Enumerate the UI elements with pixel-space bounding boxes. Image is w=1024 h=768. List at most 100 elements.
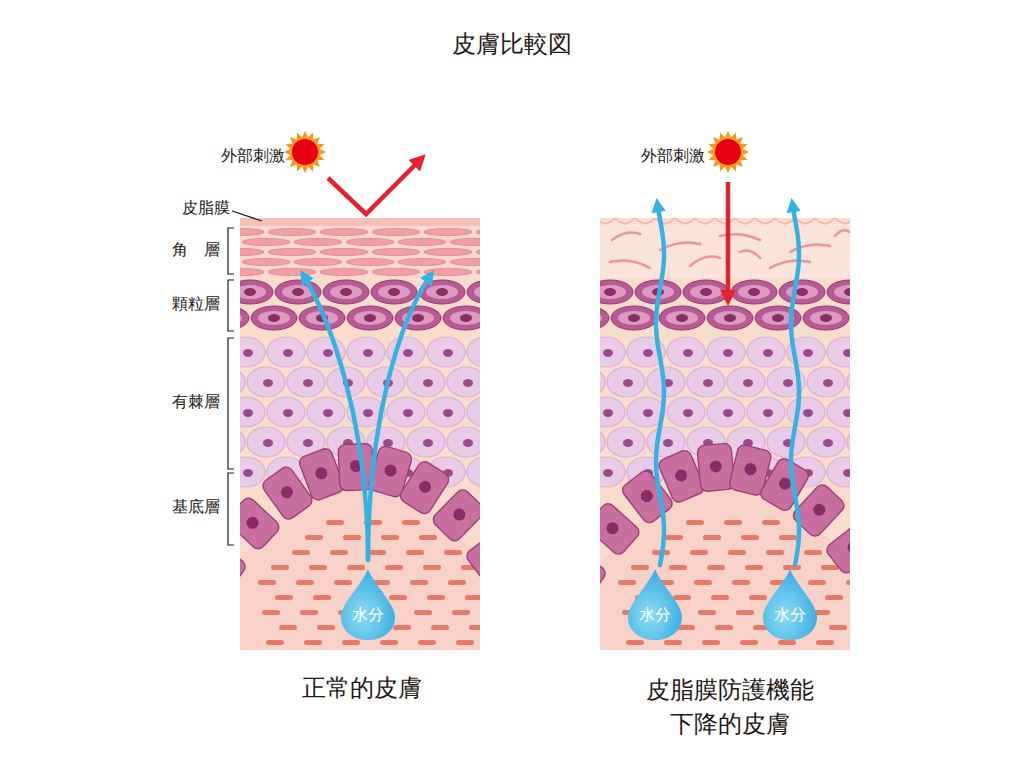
cell-nucleus <box>743 379 753 387</box>
cell-nucleus <box>604 288 616 296</box>
cell-nucleus <box>673 468 689 484</box>
panel-caption: 皮脂膜防護機能 下降的皮膚 <box>637 674 823 741</box>
cell-nucleus <box>383 463 398 478</box>
spinous-cell <box>667 397 705 427</box>
corneum-flake <box>690 257 720 266</box>
granule-zone <box>618 311 650 325</box>
cell-nucleus <box>603 469 613 477</box>
sun-rays <box>284 131 326 173</box>
spinous-cell <box>240 457 265 487</box>
dermis-fiber <box>300 610 318 615</box>
dermis-fiber <box>783 565 801 570</box>
dermis-fiber <box>665 535 683 540</box>
granular-cell <box>779 280 825 304</box>
spinous-cell <box>427 397 465 427</box>
basal-cell <box>240 538 248 592</box>
spinous-cell <box>847 367 850 397</box>
granular-cell <box>755 306 801 330</box>
cell-nucleus <box>803 409 813 417</box>
drop-shape <box>626 567 684 642</box>
granule-zone <box>600 285 626 299</box>
layer-brackets <box>228 211 262 545</box>
cell-nucleus <box>628 314 640 322</box>
dermis-fiber <box>275 595 293 600</box>
granule-zone <box>738 285 770 299</box>
dermis-fiber <box>385 565 403 570</box>
spinous-cell <box>707 397 745 427</box>
cell-nucleus <box>676 314 688 322</box>
corneum-cell <box>294 238 342 245</box>
spinous-cell <box>807 367 845 397</box>
cell-nucleus <box>772 314 784 322</box>
cell-nucleus <box>243 409 253 417</box>
diagram-title: 皮膚比較図 <box>452 30 572 59</box>
water-arrows <box>304 205 799 565</box>
spinous-cell <box>827 337 850 367</box>
corneum-cell <box>320 268 368 275</box>
spinous-cell <box>407 367 445 397</box>
cell-nucleus <box>340 288 352 296</box>
cell-nucleus <box>748 288 760 296</box>
corneum-cell <box>346 258 394 265</box>
corneum-cell <box>372 228 420 235</box>
stimulus-arrows <box>328 160 728 298</box>
corneum-cell <box>240 248 264 255</box>
water-label: 水分 <box>761 606 819 624</box>
granular-cell <box>731 280 777 304</box>
basal-cell <box>430 487 480 544</box>
corneum-cell <box>268 248 316 255</box>
corneum-cell <box>450 258 480 265</box>
cell-nucleus <box>314 466 329 481</box>
cell-nucleus <box>845 539 850 556</box>
granular-cell <box>600 306 609 330</box>
spinous-cell <box>827 457 850 487</box>
dermis-fiber <box>825 595 843 600</box>
cell-nucleus <box>823 379 833 387</box>
dermis-fiber <box>292 550 310 555</box>
cell-nucleus <box>663 439 673 447</box>
spinous-cell <box>607 367 645 397</box>
dermis-fiber <box>618 580 636 585</box>
dermis-fiber <box>296 580 314 585</box>
cell-nucleus <box>463 379 473 387</box>
granule-zone <box>600 311 602 325</box>
spinous-cell <box>600 397 625 427</box>
dermis-fiber <box>406 550 424 555</box>
spinous-cell <box>687 367 725 397</box>
dermis-fiber <box>816 640 834 645</box>
spinous-cell <box>747 337 785 367</box>
dermis-fiber <box>829 625 847 630</box>
cell-nucleus <box>451 506 468 523</box>
basal-cell-body <box>240 538 248 592</box>
spinous-cell <box>600 457 625 487</box>
spinous-cell <box>827 397 850 427</box>
cell-nucleus <box>388 288 400 296</box>
spinous-cell <box>240 427 245 457</box>
corneum-cell <box>476 228 480 235</box>
granular-cell <box>323 280 369 304</box>
spinous-cell <box>607 427 645 457</box>
dermis-fiber <box>452 610 470 615</box>
granule-zone <box>474 285 480 299</box>
spinous-cell <box>667 337 705 367</box>
cell-nucleus <box>243 469 253 477</box>
granule-zone <box>786 285 818 299</box>
layer-label: 皮脂膜 <box>182 198 230 217</box>
corneum-cell <box>294 258 342 265</box>
dermis-fiber <box>258 580 276 585</box>
cell-nucleus <box>244 288 256 296</box>
granular-cell <box>240 280 273 304</box>
dermis-fiber <box>326 520 344 525</box>
spinous-cell <box>707 337 745 367</box>
dermis-fiber <box>808 580 826 585</box>
water-drop: 水分 <box>626 567 684 642</box>
cell-nucleus <box>460 314 472 322</box>
dermis-fiber <box>821 565 839 570</box>
dermis-fiber <box>469 625 480 630</box>
cell-nucleus <box>709 460 722 473</box>
water-label: 水分 <box>626 606 684 624</box>
cell-nucleus <box>724 314 736 322</box>
cell-nucleus <box>844 288 850 296</box>
spinous-cell <box>600 427 605 457</box>
cell-nucleus <box>303 379 313 387</box>
